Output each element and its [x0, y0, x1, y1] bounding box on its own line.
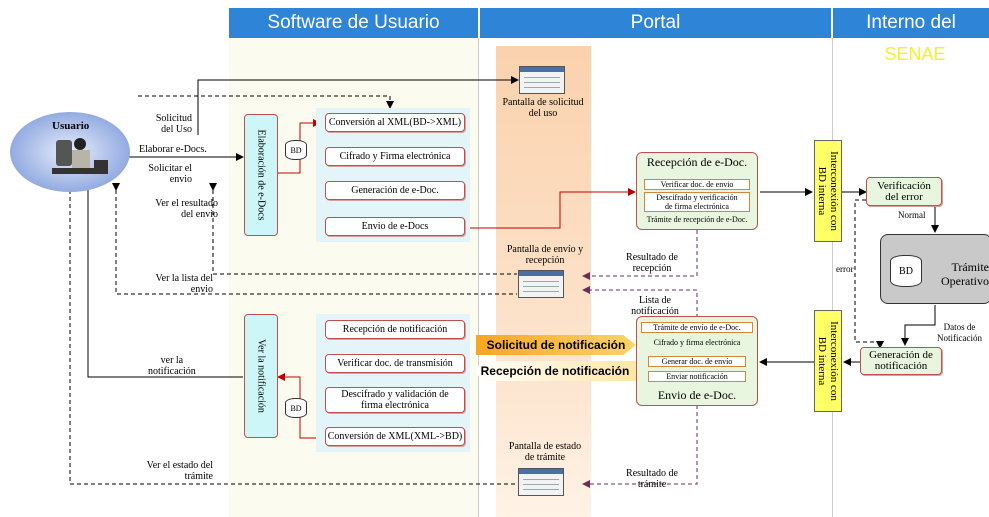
label-pantalla-envio: Pantalla de envío y recepción	[506, 244, 584, 266]
recepcion-item-verificar: Verificar doc. de envio	[644, 179, 750, 190]
interconexion-top-label: Interconexión con BD interna	[816, 151, 840, 231]
label-ver-notificacion: ver la notificación	[148, 355, 196, 377]
line-resultado-recepcion	[582, 230, 698, 280]
generacion-notificacion-box: Generación de notificación	[860, 347, 942, 375]
line-ver-notificacion	[84, 183, 243, 378]
bd-cylinder-bottom: BD	[285, 398, 307, 418]
line-lista-notificacion	[582, 286, 698, 318]
ver-notificacion-box: Ver la notificación	[244, 314, 278, 438]
label-ver-lista: Ver la lista del envio	[155, 273, 213, 295]
step-generacion: Generación de e-Doc.	[325, 181, 465, 200]
label-pantalla-solicitud: Pantalla de solicitud del uso	[502, 97, 584, 119]
recepcion-notificacion-arrow: Recepción de notificación	[472, 361, 638, 381]
tramite-bd-cylinder: BD	[890, 255, 922, 287]
label-datos-notificacion: Datos de Notificación	[937, 322, 982, 343]
label-lista-notificacion: Lista de notificación	[631, 295, 679, 317]
envio-item-tramite: Trámite de envío de e-Doc.	[641, 322, 753, 333]
line-resultado-tramite	[582, 405, 698, 488]
label-solicitar-envio: Solicitar el envio	[148, 163, 192, 185]
screen-solicitud-icon	[519, 66, 565, 94]
interconexion-bottom-box: Interconexión con BD interna	[814, 310, 842, 412]
column-divider	[478, 38, 479, 517]
header-portal: Portal	[480, 8, 831, 38]
recepcion-item-tramite: Trámite de recepción de e-Doc.	[646, 215, 748, 224]
elaboracion-label: Elaboración de e-Docs	[255, 129, 267, 221]
recepcion-edoc-group	[636, 152, 758, 230]
step-verificar-transmision: Verificar doc. de transmisión	[325, 354, 465, 373]
interconexion-top-box: Interconexión con BD interna	[814, 140, 842, 242]
recepcion-item-descifrado: Descifrado y verificación de firma elect…	[644, 192, 750, 212]
tramite-operativo-label: Trámite Operativo	[941, 260, 989, 288]
label-pantalla-estado: Pantalla de estado de trámite	[508, 441, 582, 463]
line-envio-recepcion	[465, 188, 636, 229]
line-solicitud-uso	[197, 76, 519, 135]
step-envio: Envio de e-Docs	[325, 217, 465, 236]
line-ver-lista	[112, 183, 517, 295]
envio-item-cifrado: Cifrado y firma electrónica	[653, 338, 741, 347]
screen-envio-icon	[518, 270, 564, 298]
screen-estado-icon	[518, 468, 564, 496]
recepcion-edoc-title: Recepción de e-Doc.	[646, 155, 748, 169]
bd-cylinder-top: BD	[285, 140, 307, 160]
label-ver-resultado: Ver el resultado del envio	[155, 198, 218, 220]
step-recepcion-notificacion: Recepción de notificación	[325, 320, 465, 339]
column-divider	[832, 38, 833, 517]
step-conversion-xml: Conversión al XML(BD->XML)	[325, 113, 465, 132]
label-solicitud-uso: Solicitud del Uso	[155, 113, 192, 135]
header-software-de-usuario: Software de Usuario	[229, 8, 478, 38]
line-elaborar	[138, 95, 394, 109]
label-resultado-tramite: Resultado de trámite	[626, 468, 678, 490]
label-ver-estado: Ver el estado del trámite	[146, 460, 213, 482]
line-error	[854, 199, 884, 349]
verificacion-error-box: Verificación del error	[866, 177, 942, 206]
elaboracion-box: Elaboración de e-Docs	[244, 114, 278, 236]
line-ver-estado	[66, 183, 517, 485]
usuario-label: Usuario	[52, 120, 90, 132]
line-ver-resultado	[209, 183, 517, 275]
header-senae: SENAE	[884, 44, 946, 64]
interconexion-bottom-label: Interconexión con BD interna	[816, 321, 840, 401]
label-error: error	[836, 264, 854, 274]
header-interno: Interno del	[833, 8, 989, 38]
label-normal: Normal	[898, 210, 926, 220]
label-resultado-recepcion: Resultado de recepción	[626, 252, 678, 274]
user-computer-icon	[52, 138, 112, 184]
step-cifrado: Cifrado y Firma electrónica	[325, 147, 465, 166]
solicitud-notificacion-arrow: Solicitud de notificación	[476, 335, 636, 355]
line-datos	[901, 305, 936, 346]
envio-edoc-title: Envio de e-Doc.	[657, 388, 737, 402]
step-descifrado-validacion: Descifrado y validación de firma electró…	[325, 387, 465, 413]
ver-notificacion-label: Ver la notificación	[255, 339, 267, 413]
envio-item-generar: Generar doc. de envío	[648, 356, 746, 367]
step-conversion-xml-bd: Conversión de XML(XML->BD)	[325, 427, 465, 446]
envio-item-enviar: Enviar notificación	[648, 371, 746, 382]
label-elaborar: Elaborar e-Docs.	[139, 144, 207, 155]
